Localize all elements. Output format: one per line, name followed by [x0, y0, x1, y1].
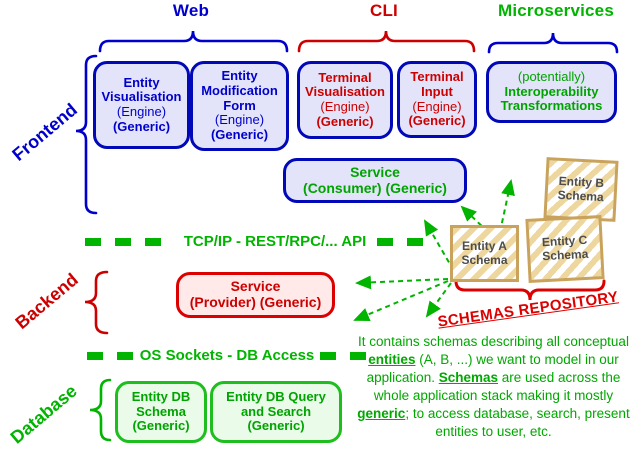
box-interoperability-transformations: (potentially) Interoperability Transform… [486, 61, 617, 123]
box-terminal-input: Terminal Input (Engine) (Generic) [397, 61, 477, 138]
schema-box-label: Entity C Schema [541, 233, 589, 264]
box-generic: (Generic) [132, 418, 190, 434]
box-terminal-visualisation: Terminal Visualisation (Engine) (Generic… [297, 61, 393, 139]
box-title: Entity Visualisation [101, 74, 182, 105]
box-prefix: (potentially) [517, 68, 586, 84]
box-service-provider: Service (Provider) (Generic) [176, 272, 335, 318]
box-title: Terminal Input [410, 69, 464, 99]
arrow-to-db-access [425, 282, 452, 318]
box-entity-visualisation: Entity Visualisation (Engine) (Generic) [93, 61, 190, 149]
box-engine: (Engine) [412, 98, 462, 114]
microservices-group-brace [487, 32, 619, 54]
api-separator-label: TCP/IP - REST/RPC/... API [183, 233, 367, 250]
box-qualifier: (Consumer) (Generic) [303, 179, 447, 196]
group-label-cli: CLI [370, 1, 398, 20]
schema-box-entity-c: Entity C Schema [525, 215, 605, 283]
box-title-line2: Transformations [500, 98, 603, 114]
group-label-microservices: Microservices [497, 1, 614, 20]
layer-label-database: Database [6, 380, 81, 448]
layer-label-frontend: Frontend [8, 99, 81, 165]
web-group-brace [98, 30, 289, 53]
box-engine: (Engine) [320, 99, 370, 114]
repository-description: It contains schemas describing all conce… [357, 334, 630, 439]
db-separator-dashes-right [320, 352, 366, 360]
box-generic: (Generic) [316, 113, 374, 129]
box-generic: (Generic) [408, 113, 466, 129]
api-separator-dashes-left [85, 238, 165, 246]
box-title: Entity Modification Form [201, 68, 278, 113]
box-qualifier: (Provider) (Generic) [189, 294, 322, 310]
box-title: Entity DB Query and Search [226, 388, 326, 419]
box-title: Service [350, 163, 400, 180]
box-service-consumer: Service (Consumer) (Generic) [283, 158, 467, 203]
box-title: Service [230, 278, 281, 295]
box-generic: (Generic) [247, 418, 305, 434]
box-generic: (Generic) [112, 118, 171, 134]
box-title: Terminal Visualisation [305, 69, 385, 100]
schema-box-entity-a: Entity A Schema [450, 225, 519, 282]
schema-box-entity-b: Entity B Schema [543, 157, 619, 222]
box-engine: (Engine) [214, 112, 265, 128]
layer-label-backend: Backend [11, 269, 82, 333]
box-title-line1: Interoperability [504, 83, 599, 99]
api-separator-dashes-right [377, 238, 424, 246]
box-entity-modification-form: Entity Modification Form (Engine) (Gener… [190, 61, 289, 151]
cli-group-brace [297, 30, 476, 53]
box-generic: (Generic) [210, 127, 269, 143]
db-separator-dashes-left [87, 352, 135, 360]
schemas-repository-label: SCHEMAS REPOSITORY [436, 288, 620, 331]
box-entity-db-schema: Entity DB Schema (Generic) [115, 381, 207, 443]
arrow-to-service-provider [355, 275, 449, 290]
schema-box-label: Entity A Schema [461, 238, 508, 267]
db-separator-label: OS Sockets - DB Access [139, 347, 315, 364]
box-title: Entity DB Schema [131, 388, 191, 419]
box-engine: (Engine) [116, 104, 167, 119]
backend-layer-brace [84, 270, 109, 335]
schema-box-label: Entity B Schema [557, 173, 605, 204]
box-entity-db-query: Entity DB Query and Search (Generic) [210, 381, 342, 443]
group-label-web: Web [172, 1, 210, 20]
database-layer-brace [89, 378, 112, 442]
